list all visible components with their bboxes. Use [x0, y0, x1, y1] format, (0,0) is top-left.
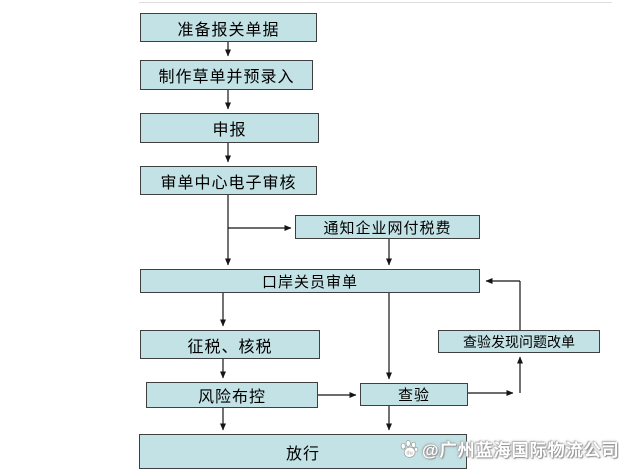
watermark-text: @广州蓝海国际物流公司: [422, 441, 619, 460]
paw-icon-du-label: du: [407, 450, 413, 456]
watermark: du @广州蓝海国际物流公司: [399, 436, 619, 461]
node-draft-preentry: 制作草单并预录入: [140, 60, 313, 90]
node-declare: 申报: [140, 113, 319, 143]
node-tax-assessment: 征税、核税: [140, 330, 320, 359]
node-inspection-rework: 查验发现问题改单: [438, 330, 600, 353]
node-notify-pay-tax: 通知企业网付税费: [295, 215, 480, 239]
node-prepare-documents: 准备报关单据: [140, 13, 317, 42]
node-review-center: 审单中心电子审核: [140, 166, 317, 195]
paw-icon: du: [400, 439, 419, 458]
page-top-divider: [139, 2, 612, 3]
node-port-officer-review: 口岸关员审单: [140, 269, 480, 293]
node-risk-control: 风险布控: [146, 382, 318, 408]
node-inspection: 查验: [360, 383, 468, 406]
